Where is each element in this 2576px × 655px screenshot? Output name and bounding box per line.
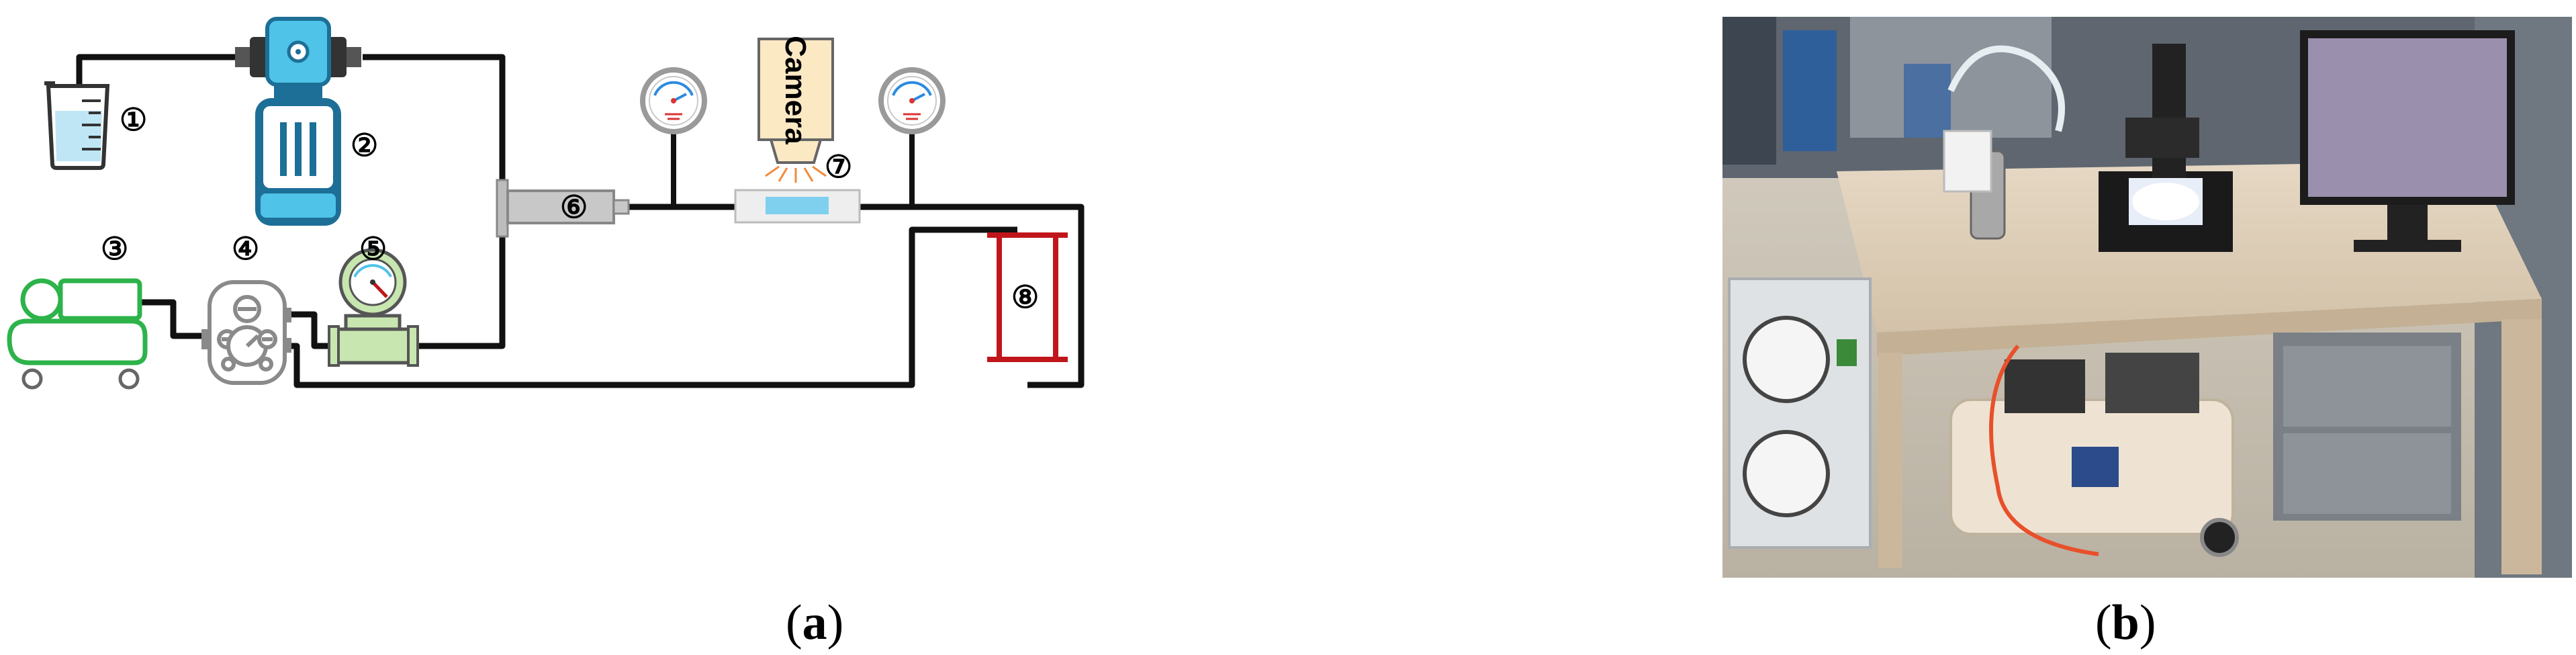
panel-b-caption: (b) (2095, 595, 2156, 650)
camera-label: Camera (779, 36, 812, 144)
label-8: ⑧ (1011, 279, 1039, 314)
syringe-icon (496, 179, 630, 238)
experimental-setup-schematic: ① ② ③ ④ (7, 17, 1085, 390)
coil-icon (987, 232, 1068, 362)
panel-a-caption: (a) (786, 595, 844, 650)
pressure-gauge-right-icon (878, 67, 946, 134)
pressure-gauge-left-icon (640, 67, 707, 134)
label-3: ③ (101, 231, 128, 266)
label-6: ⑥ (560, 189, 588, 224)
label-1: ① (120, 102, 147, 137)
syringe-pump (1904, 64, 1951, 138)
label-4: ④ (232, 231, 259, 266)
label-7: ⑦ (825, 149, 852, 184)
beaker-icon (44, 81, 110, 170)
compressor-wheels (21, 368, 140, 390)
label-2: ② (351, 128, 378, 163)
pressure-regulator-icon (201, 280, 291, 385)
camera-icon (757, 38, 834, 183)
pipework (76, 54, 1085, 388)
lab-bench-photo (1722, 17, 2572, 578)
pump-icon (235, 17, 361, 226)
microchannel-chip-icon (734, 189, 861, 224)
blue-container (1783, 30, 1837, 151)
gauge-stems (671, 133, 915, 207)
label-5: ⑤ (359, 231, 387, 266)
flow-meter-icon (328, 248, 419, 367)
air-compressor-icon (7, 278, 148, 365)
